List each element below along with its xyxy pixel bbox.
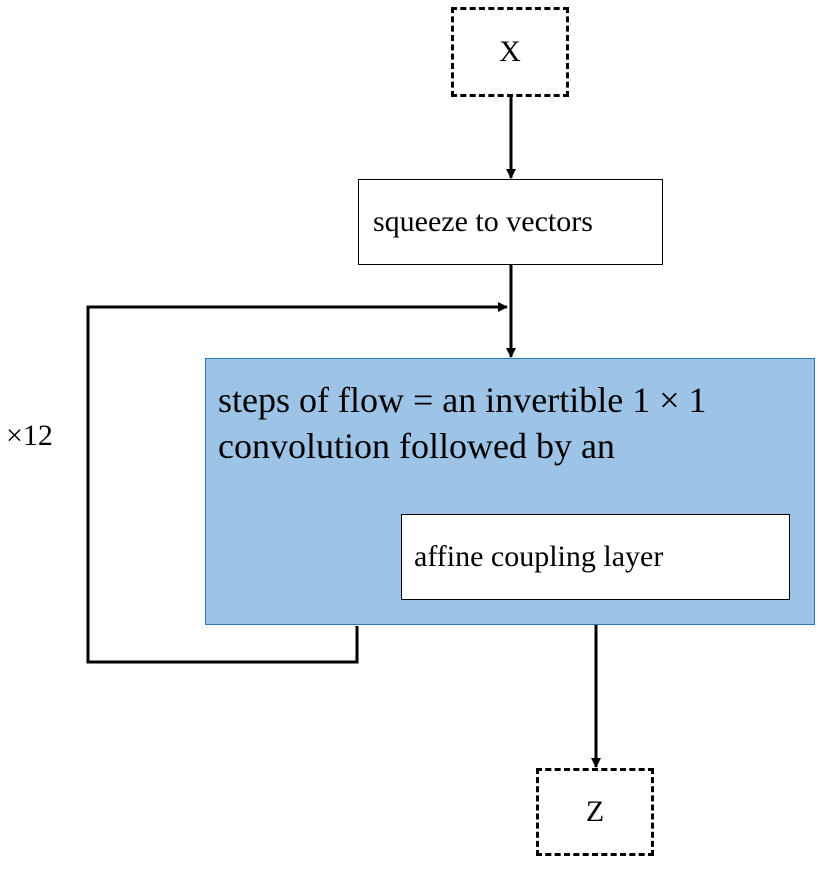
coupling-node: affine coupling layer bbox=[401, 514, 790, 600]
loop-back-path bbox=[86, 302, 508, 664]
repeat-count-label: ×12 bbox=[6, 419, 53, 452]
input-node-label: X bbox=[499, 35, 521, 68]
flow-step-text-line1: steps of flow = an invertible 1 × 1 bbox=[218, 380, 707, 420]
flow-step-text-line2: convolution followed by an bbox=[218, 426, 615, 466]
output-node-label: Z bbox=[585, 795, 605, 828]
coupling-node-label: affine coupling layer bbox=[414, 540, 664, 573]
squeeze-node-label: squeeze to vectors bbox=[373, 205, 593, 238]
flow-step-block: steps of flow = an invertible 1 × 1 conv… bbox=[205, 358, 815, 625]
input-node-x: X bbox=[451, 7, 569, 97]
squeeze-node: squeeze to vectors bbox=[358, 179, 663, 265]
output-node-z: Z bbox=[536, 768, 654, 856]
